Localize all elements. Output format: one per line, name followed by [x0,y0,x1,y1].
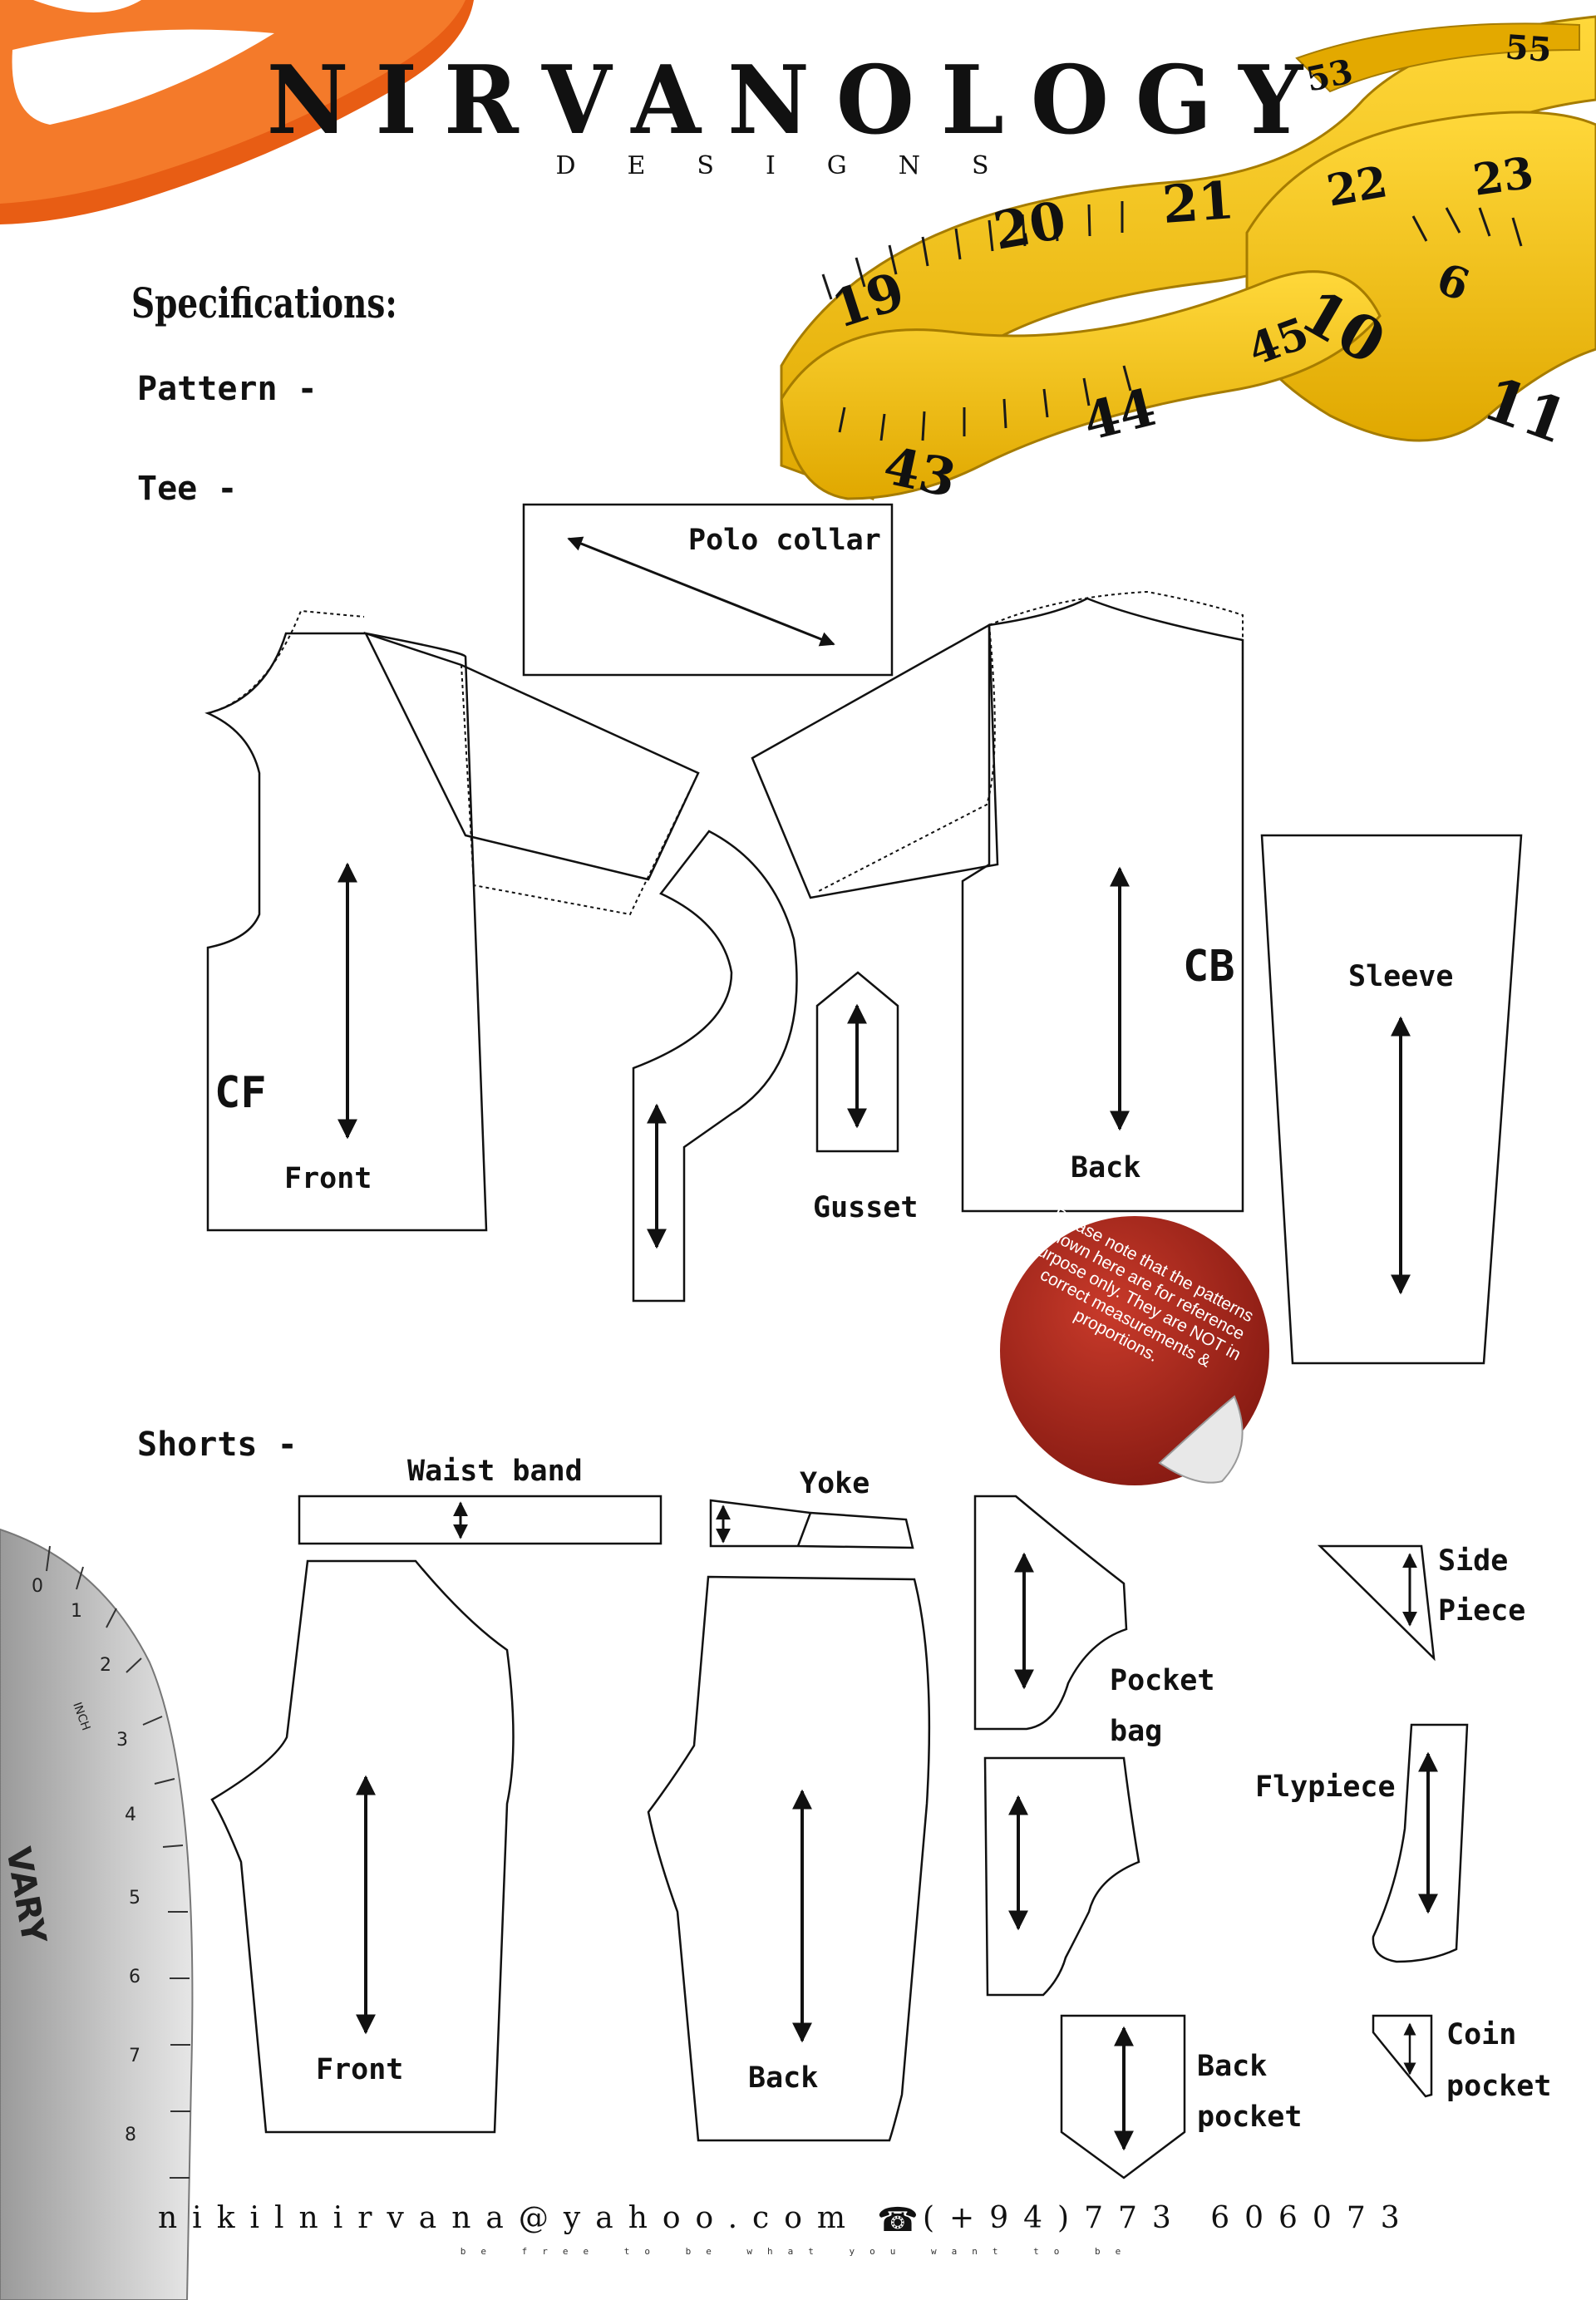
pocket-bag-label-line2: bag [1110,1715,1163,1748]
cf-label: CF [214,1068,267,1118]
shorts-heading: Shorts - [137,1426,298,1464]
yoke-piece [709,1499,914,1549]
side-piece-label-line1: Side [1438,1544,1509,1578]
collar-band-piece [632,830,798,1303]
tape-number-53: 53 [1303,52,1356,100]
coin-pocket-label-line2: pocket [1446,2070,1552,2103]
specifications-heading: Specifications: [131,278,397,328]
tape-number-55: 55 [1504,27,1553,70]
tape-number-22: 22 [1323,156,1392,217]
back-pocket-pattern [1060,2014,1186,2179]
tee-back-sleeve [751,623,999,899]
polo-collar-label: Polo collar [688,524,881,557]
side-piece-label-line2: Piece [1438,1594,1526,1628]
footer-phone[interactable]: (+94)773 606073 [923,2201,1415,2235]
shorts-back-piece [647,1575,931,2142]
tee-front-label: Front [284,1162,372,1195]
polo-collar-grainline [567,536,835,647]
ruler-number-7: 7 [129,2046,140,2066]
pocket-bag-piece-2 [983,1756,1140,1997]
tape-number-43: 43 [879,435,962,509]
gusset-label: Gusset [813,1191,919,1224]
ruler-number-5: 5 [129,1888,140,1908]
coin-pocket-label-line1: Coin [1446,2018,1517,2051]
waist-band-piece [298,1495,663,1545]
ruler-number-1: 1 [71,1601,82,1622]
shorts-front-label: Front [316,2053,404,2086]
tape-measure-illustration: 19 20 21 22 23 43 44 45 10 6 11 53 55 [780,15,1596,510]
pocket-bag-piece-1 [973,1495,1128,1731]
tee-back-label: Back [1071,1151,1141,1184]
sleeve-label: Sleeve [1348,960,1454,993]
brand-subtitle: DESIGNS [555,151,1041,180]
gusset-piece [815,971,899,1153]
tape-number-21: 21 [1160,170,1236,235]
tee-sleeve-piece [1260,834,1523,1365]
tape-number-20: 20 [989,190,1071,262]
tee-front-seam-allowance [207,609,365,714]
shorts-front-piece [210,1559,515,2134]
disclaimer-sticker [1000,1216,1269,1485]
ruler-number-2: 2 [100,1655,111,1676]
shorts-back-label: Back [748,2061,819,2095]
back-pocket-label-line1: Back [1197,2050,1268,2083]
ruler-number-8: 8 [125,2125,136,2145]
tee-back-piece [961,597,1244,1213]
yoke-label: Yoke [800,1467,870,1500]
ruler-illustration: 0 1 2 3 4 5 6 7 8 INCH VARY [0,1528,194,2300]
telephone-icon: ☎ [877,2201,919,2239]
ruler-number-3: 3 [116,1730,128,1751]
back-pocket-label-line2: pocket [1197,2101,1303,2134]
scissors-illustration [0,0,474,224]
brand-title: NIRVANOLOGY [266,45,1330,156]
tee-heading: Tee - [137,470,238,508]
pocket-bag-label-line1: Pocket [1110,1664,1215,1697]
waist-band-label: Waist band [407,1455,583,1488]
coin-pocket-pattern [1372,2014,1433,2098]
ruler-number-0: 0 [32,1576,43,1597]
polo-collar-piece [522,503,894,677]
flypiece-label: Flypiece [1255,1771,1396,1804]
tape-number-23: 23 [1470,147,1536,205]
side-piece-pattern [1317,1544,1436,1662]
ruler-number-4: 4 [125,1805,136,1825]
pattern-heading: Pattern - [137,370,318,408]
flypiece-pattern [1372,1723,1469,1963]
footer-tagline: be free to be what you want to be [460,2246,1136,2257]
cb-label: CB [1183,942,1235,992]
tee-front-sleeve [363,631,700,881]
ruler-number-6: 6 [129,1967,140,1987]
footer-email[interactable]: nikilnirvana@yahoo.com [158,2201,861,2235]
